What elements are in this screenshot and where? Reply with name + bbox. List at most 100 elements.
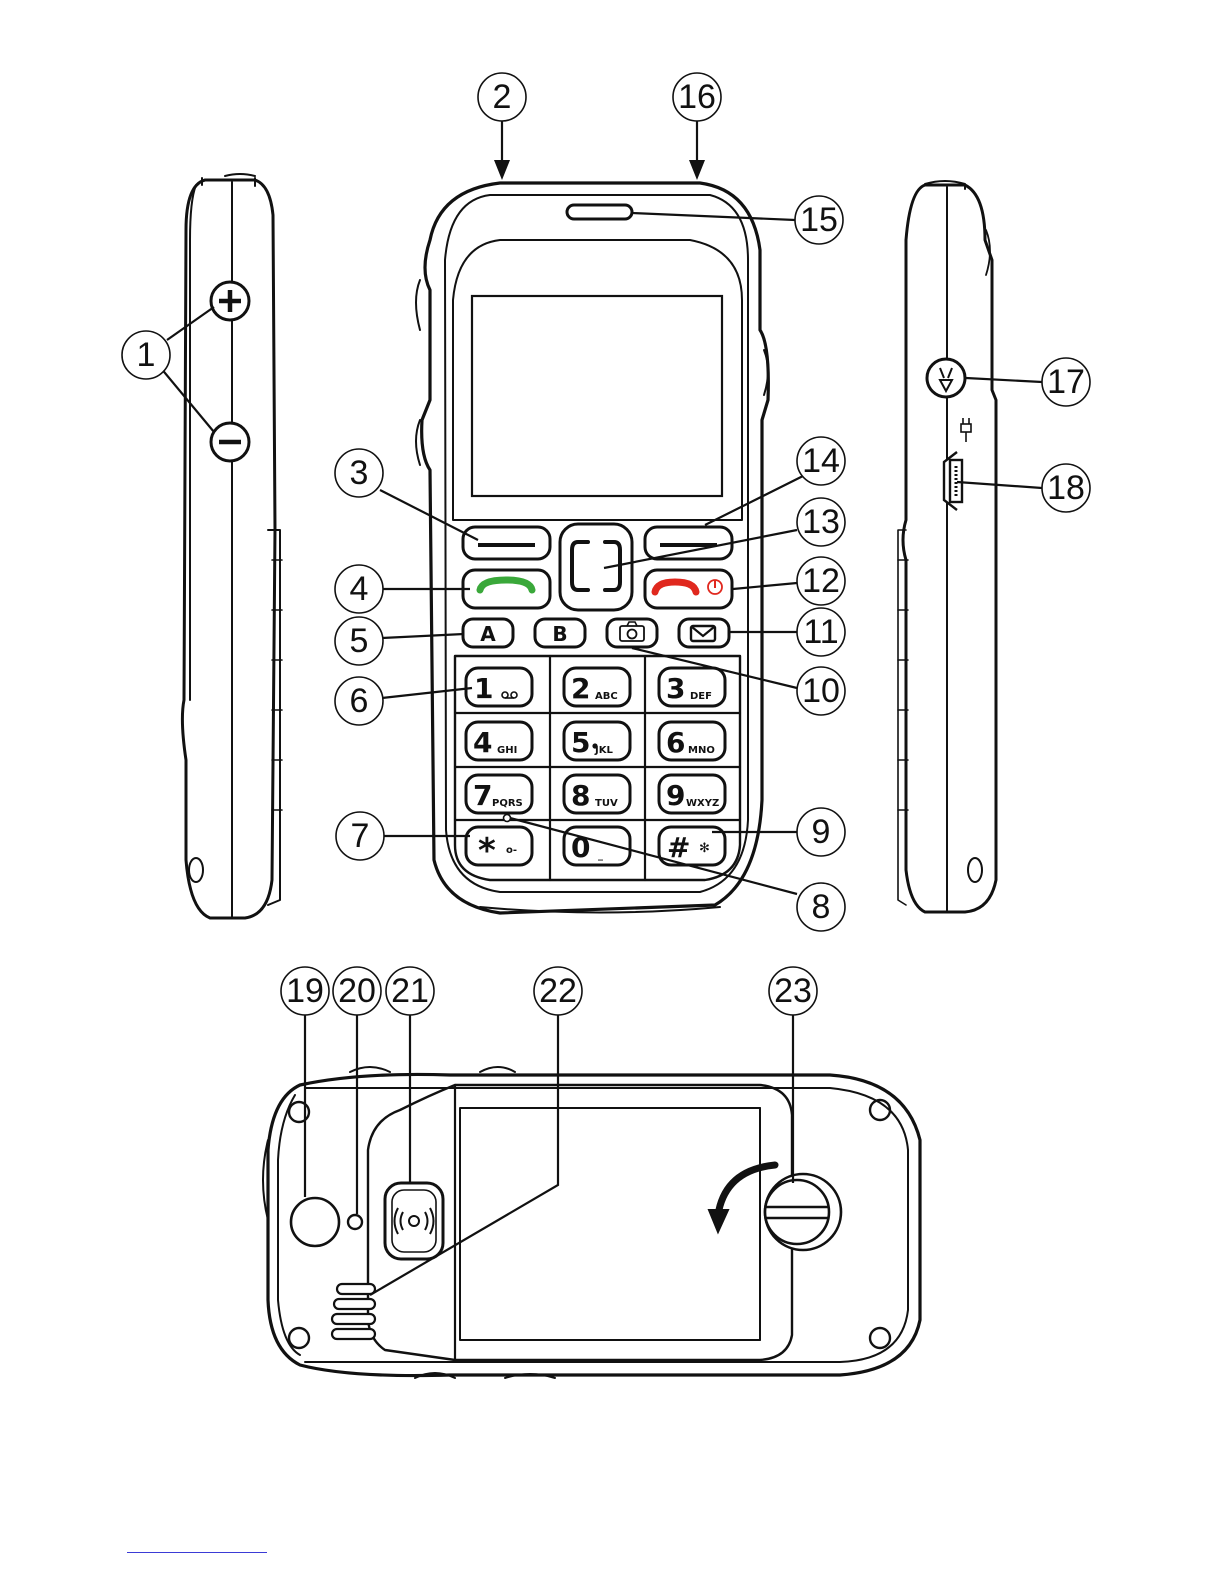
- svg-text:21: 21: [391, 972, 429, 1010]
- right-soft-key[interactable]: [645, 527, 732, 559]
- key-b-label: B: [552, 622, 567, 646]
- key-0[interactable]: 0 _: [564, 827, 630, 865]
- svg-text:20: 20: [338, 972, 376, 1010]
- call-key[interactable]: [463, 570, 550, 608]
- key-4-letters: GHI: [497, 745, 517, 756]
- key-4-digit: 4: [473, 726, 492, 759]
- svg-text:5: 5: [350, 622, 369, 660]
- key-2-letters: ABC: [595, 691, 618, 702]
- svg-text:19: 19: [286, 972, 324, 1010]
- microphone-hole: [504, 815, 511, 822]
- key-star-lock-symbol: o-: [506, 845, 517, 856]
- key-6[interactable]: 6 MNO: [659, 722, 725, 760]
- key-star[interactable]: * o-: [466, 827, 532, 871]
- callout-21: 21: [386, 967, 434, 1015]
- message-key[interactable]: [679, 619, 729, 647]
- left-side-view: plus-icon minus-icon: [182, 174, 282, 918]
- callout-23: 23: [769, 967, 817, 1015]
- key-1-digit: 1: [474, 672, 493, 705]
- left-soft-key[interactable]: [463, 527, 550, 559]
- callout-2: 2: [478, 73, 526, 121]
- svg-text:12: 12: [802, 562, 840, 600]
- key-2[interactable]: 2 ABC: [564, 668, 630, 706]
- earpiece: [567, 205, 632, 219]
- svg-text:10: 10: [802, 672, 840, 710]
- key-8[interactable]: 8 TUV: [564, 775, 630, 813]
- display-screen: [472, 296, 722, 496]
- key-9-letters: WXYZ: [686, 798, 719, 809]
- key-7-digit: 7: [473, 779, 492, 812]
- callout-20: 20: [333, 967, 381, 1015]
- key-8-digit: 8: [571, 779, 590, 812]
- svg-text:22: 22: [539, 972, 577, 1010]
- front-view: A B 1: [416, 183, 768, 913]
- svg-text:7: 7: [351, 817, 370, 855]
- callout-3: 3: [335, 449, 383, 497]
- key-5-letters: JKL: [594, 745, 613, 756]
- key-1[interactable]: 1: [466, 668, 532, 706]
- svg-text:15: 15: [800, 201, 838, 239]
- svg-text:6: 6: [350, 682, 369, 720]
- key-3-letters: DEF: [690, 691, 712, 702]
- shortcut-key-b[interactable]: B: [535, 619, 585, 647]
- volume-up-button[interactable]: plus-icon: [211, 282, 249, 320]
- shortcut-key-a[interactable]: A: [463, 619, 513, 647]
- charger-port[interactable]: [944, 452, 962, 510]
- lanyard-eyelet: [927, 359, 965, 397]
- svg-text:16: 16: [678, 78, 716, 116]
- key-7-letters: PQRS: [492, 798, 523, 809]
- svg-text:2: 2: [493, 78, 512, 116]
- callout-5: 5: [335, 617, 383, 665]
- key-hash-symbol: #: [667, 831, 690, 864]
- callout-7: 7: [336, 812, 384, 860]
- callout-16: 16: [673, 73, 721, 121]
- flash-led: [348, 1215, 362, 1229]
- plug-icon: [961, 418, 971, 442]
- svg-text:3: 3: [350, 454, 369, 492]
- callout-8: 8: [797, 883, 845, 931]
- callout-1: 1: [122, 331, 170, 379]
- camera-key[interactable]: [607, 619, 657, 647]
- sos-button[interactable]: [385, 1183, 443, 1259]
- callout-12: 12: [797, 557, 845, 605]
- volume-down-button[interactable]: minus-icon: [211, 423, 249, 461]
- svg-text:23: 23: [774, 972, 812, 1010]
- svg-text:4: 4: [350, 570, 369, 608]
- key-a-label: A: [480, 622, 496, 646]
- svg-text:14: 14: [802, 442, 840, 480]
- svg-text:17: 17: [1047, 363, 1085, 401]
- callout-17: 17: [1042, 358, 1090, 406]
- key-hash-silent-symbol: ✻: [699, 841, 710, 856]
- footer-link-underline[interactable]: [127, 1552, 267, 1553]
- camera-lens: [291, 1198, 339, 1246]
- callout-15: 15: [795, 196, 843, 244]
- callout-6: 6: [335, 677, 383, 725]
- callout-4: 4: [335, 565, 383, 613]
- svg-text:11: 11: [803, 613, 838, 651]
- svg-text:9: 9: [812, 813, 831, 851]
- callout-13: 13: [797, 498, 845, 546]
- end-key[interactable]: [645, 570, 732, 608]
- callout-19: 19: [281, 967, 329, 1015]
- battery-cover-lock[interactable]: [765, 1174, 841, 1250]
- key-8-letters: TUV: [595, 798, 618, 809]
- navigation-key[interactable]: [560, 524, 632, 610]
- svg-text:18: 18: [1047, 469, 1085, 507]
- back-view: [263, 1067, 920, 1378]
- key-3-digit: 3: [666, 672, 685, 705]
- callout-22: 22: [534, 967, 582, 1015]
- key-9[interactable]: 9 WXYZ: [659, 775, 725, 813]
- key-5[interactable]: 5 JKL: [564, 722, 630, 760]
- callout-14: 14: [797, 437, 845, 485]
- key-7[interactable]: 7 PQRS: [466, 775, 532, 813]
- key-6-digit: 6: [666, 726, 685, 759]
- callout-11: 11: [797, 608, 845, 656]
- callout-10: 10: [797, 667, 845, 715]
- svg-text:13: 13: [802, 503, 840, 541]
- callout-9: 9: [797, 808, 845, 856]
- key-3[interactable]: 3 DEF: [659, 668, 725, 706]
- key-5-digit: 5: [571, 726, 590, 759]
- key-9-digit: 9: [666, 779, 685, 812]
- key-4[interactable]: 4 GHI: [466, 722, 532, 760]
